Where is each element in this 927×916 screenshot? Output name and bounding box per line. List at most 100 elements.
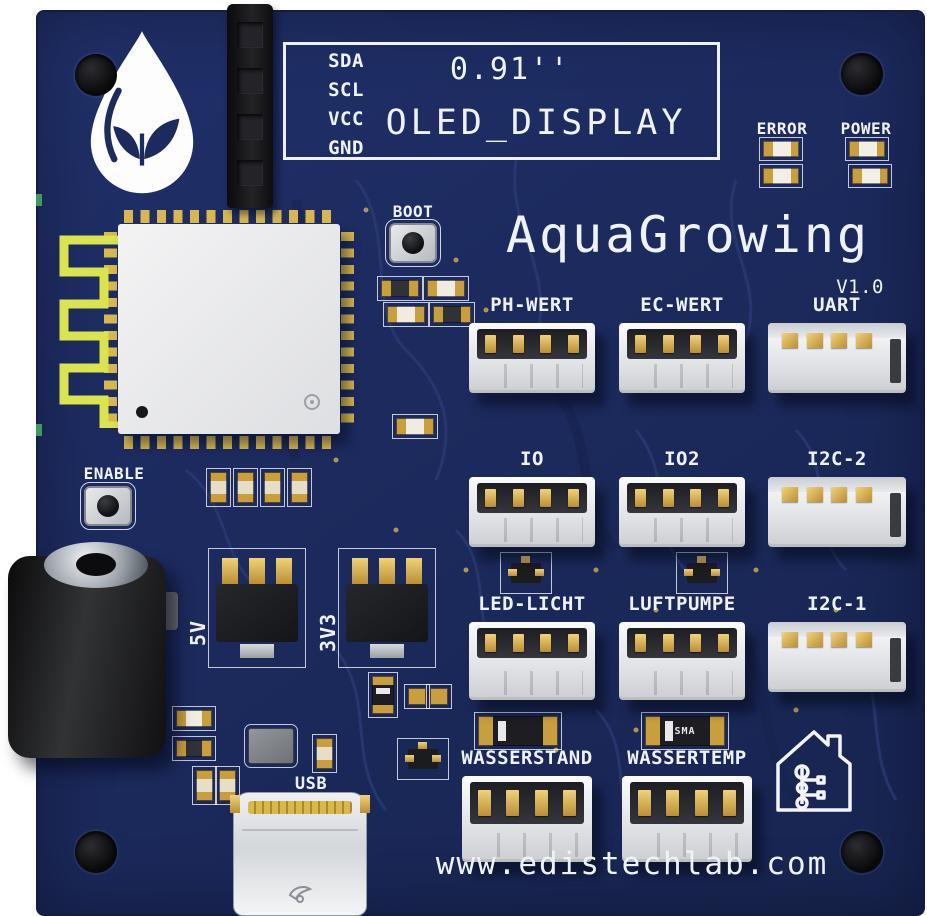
connector-grooves	[634, 833, 740, 857]
smd-diode	[368, 672, 398, 718]
error-led	[759, 137, 803, 161]
connector-cavity	[477, 483, 587, 513]
mounting-hole	[841, 831, 883, 873]
usb-shell-pad	[360, 795, 370, 813]
module-pads	[124, 210, 334, 223]
connector-label: IO	[520, 448, 544, 470]
boot-button-label: BOOT	[392, 202, 434, 221]
smd-component	[172, 736, 216, 761]
module-pads	[341, 232, 354, 426]
connector-label: UART	[813, 294, 861, 316]
smd-component	[260, 468, 285, 507]
connector-body	[619, 622, 745, 700]
connector-cavity	[627, 483, 737, 513]
header-socket	[237, 114, 263, 140]
connector-label: WASSERSTAND	[461, 747, 593, 769]
connector-slot	[890, 339, 901, 383]
connector-body	[768, 477, 906, 547]
module-pads	[124, 436, 334, 449]
connector-cavity	[627, 628, 737, 658]
smd-component	[759, 164, 803, 188]
regulator-5v	[208, 548, 306, 668]
oled-pin-label: SCL	[328, 79, 364, 101]
connector-grooves	[631, 671, 733, 695]
connector-uart: UART	[768, 296, 906, 393]
connector-label: IO2	[664, 448, 700, 470]
oled-name-label: OLED_DISPLAY	[385, 103, 687, 143]
smd-component	[377, 276, 423, 301]
smd-component	[172, 706, 216, 731]
dc-barrel-jack	[8, 556, 166, 758]
board-version: V1.0	[836, 276, 884, 298]
connector-slot	[890, 638, 901, 682]
connector-label: PH-WERT	[490, 294, 574, 316]
connector-label: WASSERTEMP	[627, 747, 747, 769]
smd-component	[287, 468, 312, 507]
connector-label: I2C-2	[807, 448, 867, 470]
usb-c-connector	[230, 792, 370, 916]
connector-luftpumpe: LUFTPUMPE	[619, 595, 745, 700]
connector-grooves	[631, 518, 733, 542]
connector-ec-wert: EC-WERT	[619, 296, 745, 393]
connector-body	[469, 622, 595, 700]
oled-pin-label: GND	[328, 137, 364, 159]
pcb-antenna	[59, 235, 120, 428]
smd-component	[215, 766, 240, 805]
boot-button[interactable]	[385, 219, 441, 267]
connector-i2c-1: I2C-1	[768, 595, 906, 692]
oled-pin-label: SDA	[328, 50, 364, 72]
connector-label: I2C-1	[807, 593, 867, 615]
connector-io2: IO2	[619, 450, 745, 547]
connector-cavity	[470, 782, 584, 824]
smd-component	[404, 684, 430, 709]
board-title: AquaGrowing	[505, 206, 871, 264]
smd-component	[192, 766, 217, 805]
connector-wasserstand: WASSERSTAND	[461, 749, 592, 862]
connector-label: EC-WERT	[640, 294, 724, 316]
smd-component	[383, 302, 429, 327]
header-socket	[237, 68, 263, 94]
connector-grooves	[481, 671, 583, 695]
smd-component	[206, 468, 231, 507]
connector-body	[619, 477, 745, 547]
connector-grooves	[474, 833, 580, 857]
header-socket	[237, 160, 263, 186]
mounting-hole	[841, 53, 883, 95]
connector-body	[768, 622, 906, 692]
header-socket	[237, 22, 263, 48]
smd-transistor	[500, 552, 552, 594]
connector-slot	[890, 493, 901, 537]
smd-diode	[474, 712, 562, 750]
connector-cavity	[630, 782, 744, 824]
smd-component	[312, 734, 337, 773]
connector-i2c-2: I2C-2	[768, 450, 906, 547]
wifi-module	[118, 224, 340, 434]
oled-size-label: 0.91''	[449, 52, 571, 87]
connector-pins	[782, 487, 872, 502]
regulator-3v3	[338, 548, 436, 668]
smd-ic	[244, 724, 298, 768]
connector-body	[469, 477, 595, 547]
enable-button-label: ENABLE	[83, 464, 145, 483]
diode-marking: SMA	[674, 725, 696, 737]
connector-cavity	[477, 329, 587, 359]
connector-io: IO	[469, 450, 595, 547]
barrel-jack-opening	[76, 553, 116, 576]
board-edge-plating	[36, 424, 42, 436]
connector-grooves	[481, 364, 583, 388]
power-led	[845, 137, 889, 161]
mounting-hole	[75, 831, 117, 873]
usb-label: USB	[294, 774, 328, 794]
smd-transistor	[676, 552, 728, 594]
module-pin1-dot	[136, 406, 148, 418]
enable-button[interactable]	[80, 482, 136, 530]
regulator-3v3-label: 3V3	[316, 612, 340, 652]
connector-led-licht: LED-LICHT	[469, 595, 595, 700]
usb-seam	[242, 829, 358, 831]
error-led-label: ERROR	[756, 119, 808, 138]
connector-body	[619, 323, 745, 393]
connector-pins	[782, 333, 872, 348]
connector-ph-wert: PH-WERT	[469, 296, 595, 393]
smart-home-icon	[776, 730, 852, 812]
